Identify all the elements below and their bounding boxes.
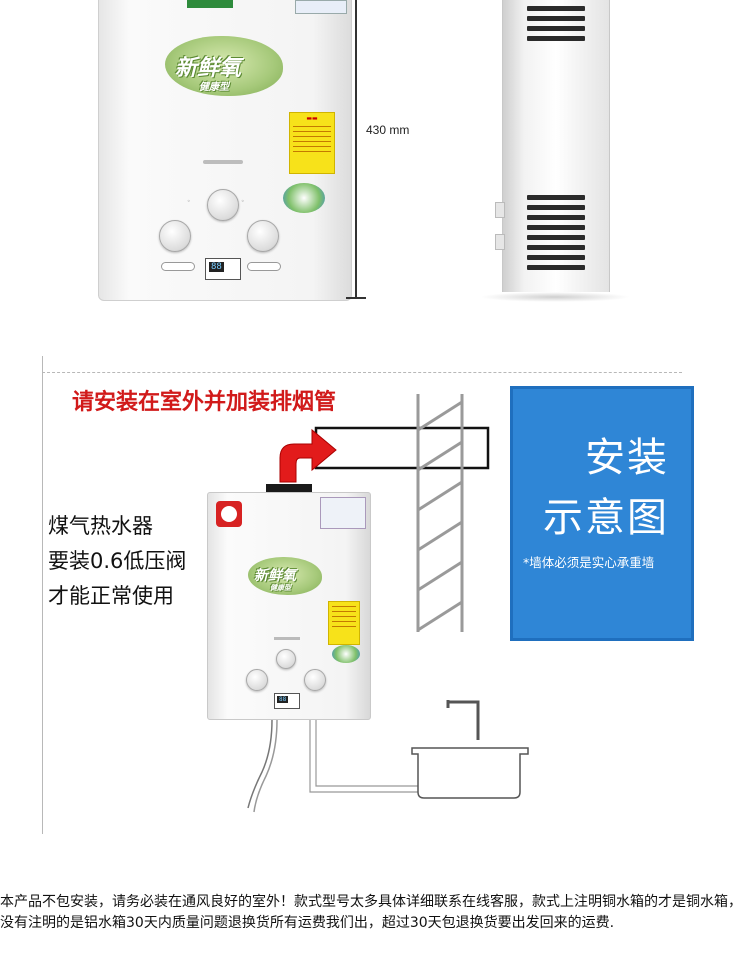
water-heater-side-photo (495, 0, 610, 301)
water-knob-icon (247, 220, 279, 252)
logo-main-text: 新鲜氧 (175, 56, 242, 81)
temperature-display-icon: 88 (274, 693, 300, 709)
water-adjust-tag-icon (247, 262, 281, 271)
caption-line-3: 才能正常使用 (48, 584, 174, 608)
fresh-oxygen-logo-icon (165, 36, 283, 96)
water-heater-diagram: 新鲜氧 健康型 88 (207, 492, 371, 720)
gas-hose-icon (247, 719, 273, 809)
flue-collar-icon (266, 484, 312, 494)
warning-label-icon (328, 601, 360, 645)
logo-sub-text: 健康型 (199, 82, 229, 93)
caption-line-1: 煤气热水器 (48, 514, 153, 538)
install-diagram-svg (247, 394, 529, 813)
knob-mark-icon: ◦ (187, 198, 191, 205)
install-title: 请安装在室外并加装排烟管 (72, 389, 337, 414)
shadow-icon (480, 292, 630, 302)
card-title-line-2: 示意图 (543, 495, 669, 541)
faucet-icon (446, 700, 480, 740)
water-pipe-icon (315, 720, 418, 787)
season-knob-icon (276, 649, 296, 669)
section-divider-horizontal (42, 372, 682, 373)
side-knob-icon (495, 234, 505, 250)
fire-adjust-tag-icon (161, 262, 195, 271)
wall-hatch-icon (416, 394, 464, 632)
logo-sub-text: 健康型 (270, 584, 291, 592)
footer-notice: 本产品不包安装，请务必装在通风良好的室外！款式型号太多具体详细联系在线客服，款式… (0, 894, 742, 931)
ignition-slot-icon (203, 160, 243, 164)
side-knob-icon (495, 202, 505, 218)
water-pipe-icon (309, 720, 418, 793)
temperature-display-icon: 88 (205, 258, 241, 280)
card-note: *墙体必须是实心承重墙 (523, 555, 655, 570)
fire-knob-icon (246, 669, 268, 691)
water-heater-front-photo: 新鲜氧 健康型 ▬▬ ◦ ◦ 88 (98, 0, 352, 301)
dimension-line (355, 0, 357, 298)
fresh-oxygen-logo-icon (248, 557, 322, 595)
knob-mark-icon: ◦ (241, 198, 245, 205)
logo-main-text: 新鲜氧 (254, 568, 296, 584)
water-knob-icon (304, 669, 326, 691)
sink-icon (411, 747, 529, 799)
ignition-slot-icon (274, 637, 300, 640)
spec-label-icon (295, 0, 347, 14)
spec-sticker-icon (320, 497, 366, 529)
card-title-line-1: 安装 (585, 435, 669, 481)
exhaust-arrow-icon (279, 428, 337, 483)
install-diagram-card: 安装 示意图 *墙体必须是实心承重墙 (510, 386, 694, 641)
quality-badge-icon (332, 645, 360, 663)
dimension-label: 430 mm (366, 123, 410, 137)
brand-label-icon (187, 0, 233, 8)
warning-label-icon: ▬▬ (289, 112, 335, 174)
gas-hose-icon (253, 719, 278, 813)
section-divider-vertical (42, 356, 43, 834)
quality-badge-icon (283, 183, 325, 213)
season-knob-icon (207, 189, 239, 221)
brand-flower-icon (216, 501, 242, 527)
dimension-tick (346, 297, 366, 299)
fire-knob-icon (159, 220, 191, 252)
caption-line-2: 要装0.6低压阀 (48, 549, 187, 573)
